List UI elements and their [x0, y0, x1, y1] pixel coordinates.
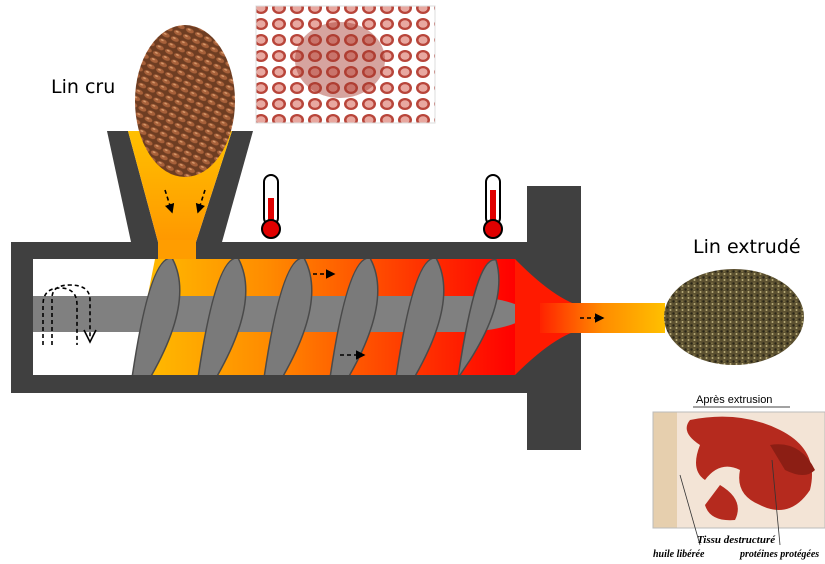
micrograph-after	[653, 407, 825, 545]
released-oil-label: huile libérée	[653, 549, 704, 560]
micrograph-before	[256, 6, 435, 123]
after-extrusion-label: Après extrusion	[696, 394, 772, 406]
raw-flax-label: Lin cru	[51, 76, 115, 98]
extruded-flax	[664, 269, 804, 365]
thermometer-icon	[262, 175, 280, 238]
destructured-tissue-label: Tissu destructuré	[697, 534, 775, 546]
thermometer-icon	[484, 175, 502, 238]
extruded-flax-label: Lin extrudé	[693, 236, 801, 258]
raw-flax-seeds	[135, 25, 235, 177]
protected-proteins-label: protéines protégées	[740, 549, 819, 560]
